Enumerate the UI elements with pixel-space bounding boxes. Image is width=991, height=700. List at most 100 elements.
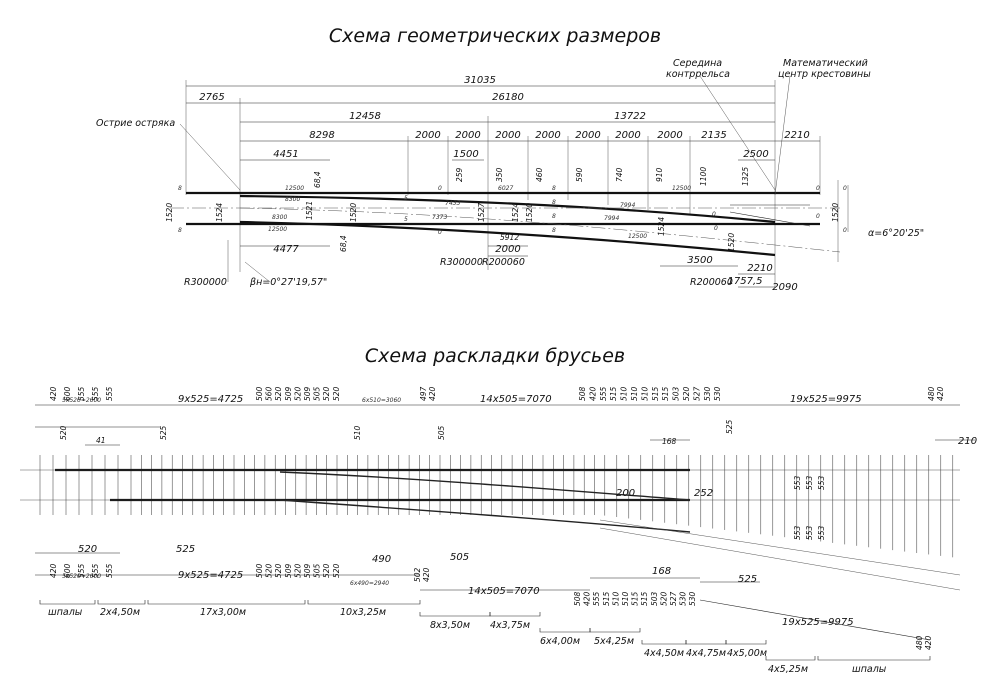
vdim-910: 910 bbox=[655, 167, 664, 182]
top-single-mid2-0: 497 bbox=[419, 386, 428, 401]
vdim-1521: 1521 bbox=[305, 201, 314, 220]
dim-31035: 31035 bbox=[464, 75, 496, 86]
top-single-mid-6: 505 bbox=[313, 386, 322, 401]
dim-8298: 8298 bbox=[309, 130, 334, 141]
joint-mark-10: 0 bbox=[714, 225, 718, 232]
bottom-single-mid-3: 509 bbox=[284, 563, 293, 578]
joint-mark-11: 8 bbox=[552, 185, 556, 192]
bottom-single-mid-1: 520 bbox=[265, 563, 274, 578]
bottom-single-right-5: 510 bbox=[621, 591, 630, 606]
top-small-168: 168 bbox=[662, 437, 677, 446]
tie-group-5x4-25: 5x4,25м bbox=[594, 636, 634, 647]
joint-mark-6: 0 bbox=[438, 229, 442, 236]
mid-small-252: 252 bbox=[694, 488, 713, 499]
top-single-right-5: 510 bbox=[630, 386, 639, 401]
dim-2500: 2500 bbox=[743, 149, 768, 160]
vdim-1520-mid: 1520 bbox=[349, 203, 358, 222]
joint-mark-8: 0 bbox=[816, 213, 820, 220]
bottom-single-right-4: 510 bbox=[611, 591, 620, 606]
top-single-mid2-1: 420 bbox=[428, 386, 437, 401]
joint-mark-12: 8 bbox=[552, 199, 556, 206]
joint-mark-9: 0 bbox=[712, 211, 716, 218]
top-single-right-11: 527 bbox=[692, 386, 701, 401]
rail-dim-6027: 6027 bbox=[498, 185, 513, 192]
top-single-left-1: 600 bbox=[63, 386, 72, 401]
top-single-left-3: 555 bbox=[91, 386, 100, 401]
top-single-right-1: 420 bbox=[588, 386, 597, 401]
top-single-right-6: 510 bbox=[640, 386, 649, 401]
bottom-single-mid2-0: 502 bbox=[413, 567, 422, 582]
top-single-left-2: 555 bbox=[77, 386, 86, 401]
vdim-1524-right: 1524 bbox=[657, 217, 666, 236]
dim-26180: 26180 bbox=[492, 92, 524, 103]
bottom-single-end-1: 420 bbox=[924, 635, 933, 650]
top-group-14x505: 14x505=7070 bbox=[480, 394, 552, 405]
tie-group-10x3-25: 10x3,25м bbox=[340, 607, 386, 618]
top-single-right-7: 515 bbox=[651, 386, 660, 401]
bottom-single-right-11: 530 bbox=[679, 591, 688, 606]
bottom-small-168: 168 bbox=[652, 566, 671, 577]
tie-group-4x4-75: 4x4,75м bbox=[686, 648, 726, 659]
dim-5912: 5912 bbox=[500, 233, 519, 242]
top-group-5x520: 5x520=2600 bbox=[62, 397, 101, 404]
bottom-single-mid-4: 520 bbox=[293, 563, 302, 578]
rail-dim-12500-1: 12500 bbox=[285, 185, 304, 192]
bottom-single-right-9: 520 bbox=[659, 591, 668, 606]
bottom-single-mid-7: 520 bbox=[322, 563, 331, 578]
bottom-single-end-0: 480 bbox=[915, 635, 924, 650]
joint-mark-15: 0 bbox=[843, 185, 847, 192]
bottom-single-left-4: 555 bbox=[105, 563, 114, 578]
geometry-scheme-title: Схема геометрических размеров bbox=[329, 25, 661, 47]
bottom-single-left-3: 555 bbox=[91, 563, 100, 578]
vdim-259: 259 bbox=[455, 167, 464, 182]
rail-dim-8300-2: 8300 bbox=[272, 214, 287, 221]
diag-553-5: 553 bbox=[805, 525, 814, 540]
bottom-small-505: 505 bbox=[450, 552, 469, 563]
tie-group-4x4-50: 4x4,50м bbox=[644, 648, 684, 659]
joint-mark-14: 8 bbox=[552, 227, 556, 234]
bottom-single-mid-6: 505 bbox=[313, 563, 322, 578]
bottom-group-19x525: 19x525=9975 bbox=[782, 617, 854, 628]
dim-2000-7: 2000 bbox=[657, 130, 682, 141]
radius-label-r200060-b: R200060 bbox=[690, 277, 733, 288]
dim-4451: 4451 bbox=[273, 149, 298, 160]
top-single-mid-1: 560 bbox=[265, 386, 274, 401]
tie-group-sleepers-right: шпалы bbox=[852, 664, 887, 675]
mid-small-200: 200 bbox=[616, 488, 635, 499]
top-small-520: 520 bbox=[59, 425, 68, 440]
geometry-scheme: Острие остряка Середина контррельса Мате… bbox=[96, 58, 924, 293]
top-single-right-9: 503 bbox=[672, 386, 681, 401]
bottom-small-490: 490 bbox=[372, 554, 391, 565]
vdim-1524-mid: 1524 bbox=[511, 203, 520, 222]
dim-2000-5: 2000 bbox=[575, 130, 600, 141]
vdim-68-4-bottom: 68,4 bbox=[339, 235, 348, 252]
rail-dim-7433: 7433 bbox=[445, 200, 460, 207]
radius-label-r200060-a: R200060 bbox=[482, 257, 525, 268]
vdim-1520-mid2: 1520 bbox=[525, 203, 534, 222]
bottom-single-right-6: 515 bbox=[631, 591, 640, 606]
top-single-mid-2: 520 bbox=[274, 386, 283, 401]
top-small-525: 525 bbox=[159, 425, 168, 440]
radius-label-r300000-b: R300000 bbox=[440, 257, 483, 268]
radius-label-r300000: R300000 bbox=[184, 277, 227, 288]
rail-dim-7994-2: 7994 bbox=[604, 215, 619, 222]
tie-group-4x5-25: 4x5,25м bbox=[768, 664, 808, 675]
bottom-single-mid-8: 520 bbox=[332, 563, 341, 578]
top-single-mid-7: 520 bbox=[322, 386, 331, 401]
dim-12458: 12458 bbox=[349, 111, 381, 122]
bottom-single-right-10: 527 bbox=[669, 591, 678, 606]
joint-mark-1: 8 bbox=[178, 185, 182, 192]
top-single-mid-3: 509 bbox=[284, 386, 293, 401]
top-small-505: 505 bbox=[437, 425, 446, 440]
dim-2000-6: 2000 bbox=[615, 130, 640, 141]
bottom-group-9x525: 9x525=4725 bbox=[178, 570, 243, 581]
joint-mark-16: 0 bbox=[843, 227, 847, 234]
top-small-510: 510 bbox=[353, 425, 362, 440]
dim-13722: 13722 bbox=[614, 111, 646, 122]
bottom-single-left-0: 420 bbox=[49, 563, 58, 578]
top-single-end-1: 420 bbox=[936, 386, 945, 401]
top-single-right-2: 555 bbox=[599, 386, 608, 401]
top-single-left-4: 555 bbox=[105, 386, 114, 401]
